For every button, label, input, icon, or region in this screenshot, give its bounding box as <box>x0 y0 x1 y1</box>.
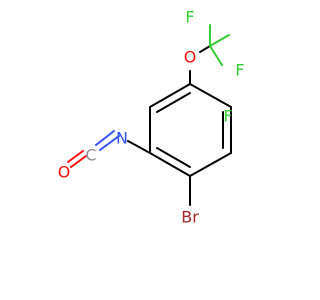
ring-bond-c6-c1 <box>149 152 191 177</box>
molecule-structure-diagram: F F F O N C O Br <box>58 8 245 227</box>
atom-o-ether-label: O <box>184 48 197 67</box>
atom-f3-label: F <box>223 107 232 126</box>
bond-n-c-iso-1 <box>99 135 120 151</box>
bond-c-o-iso-1 <box>70 155 87 168</box>
atom-o-iso-label: O <box>58 163 71 182</box>
ring-double-bond-c2-c3-inner <box>156 92 191 113</box>
bond-c-f2 <box>209 34 230 47</box>
atom-br-label: Br <box>181 208 199 227</box>
atom-f1-label: F <box>185 8 194 27</box>
ring-bond-c2-c3 <box>149 83 191 108</box>
atom-f2-label: F <box>235 61 244 80</box>
benzene-ring <box>149 83 232 177</box>
ring-bond-c3-c4 <box>189 83 232 108</box>
ring-bond-c5-c6 <box>189 152 232 177</box>
atom-c-iso-label: C <box>85 146 96 165</box>
bond-n-c-iso-2 <box>95 130 115 146</box>
atom-n-label: N <box>116 129 128 148</box>
bond-c-o-iso-2 <box>67 150 84 163</box>
ring-double-bond-c6-c1-inner <box>156 147 191 168</box>
bond-c-n <box>127 140 151 154</box>
bond-c-f3 <box>209 45 223 66</box>
bond-o-cf3 <box>199 45 211 53</box>
